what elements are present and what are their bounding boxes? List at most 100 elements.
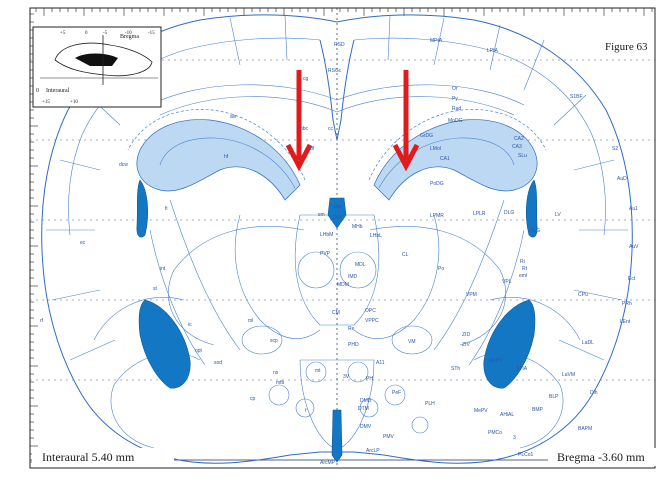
bregma-caption: Bregma -3.60 mm: [557, 450, 645, 464]
interaural-caption: Interaural 5.40 mm: [42, 450, 135, 464]
structure-label-st: st: [153, 286, 158, 292]
structure-label-rsgc: RSGc: [328, 68, 342, 74]
structure-label-py: Py: [452, 96, 458, 102]
structure-label-s2: S2: [612, 146, 618, 152]
structure-label-hbc: hbc: [300, 126, 309, 132]
structure-label-rf: rf: [40, 318, 44, 324]
structure-label-ns: ns: [273, 370, 279, 376]
inset-bottom-tick: +15: [42, 100, 50, 105]
structure-label-ic: ic: [188, 322, 192, 328]
inset-zero-label: 0: [36, 88, 39, 94]
structure-label-cl: CL: [402, 252, 409, 258]
structure-label-ph: PH: [366, 376, 373, 382]
structure-label-auv: AuV: [629, 244, 639, 250]
lateral-ventricle-left: [139, 300, 190, 388]
structure-label-lhbl: LHbL: [370, 233, 382, 239]
structure-label-phd: PHD: [348, 342, 359, 348]
structure-label-vppc: VPPC: [365, 318, 379, 324]
structure-label-lhbm: LHbM: [320, 232, 333, 238]
structure-label-mdm: MDM: [337, 282, 349, 288]
structure-label-grdg: GrDG: [420, 133, 433, 139]
structure-label-mepd: MePD: [489, 358, 503, 364]
structure-label-stia: STIA: [516, 366, 528, 372]
structure-label-aud: AuD: [617, 176, 627, 182]
structure-label-lpmr: LPMR: [430, 213, 444, 219]
structure-label-sod: sod: [214, 360, 222, 366]
figure-title: Figure 63: [605, 41, 648, 53]
structure-label-pvp: PVP: [320, 251, 331, 257]
structure-label-sm: sm: [318, 212, 325, 218]
structure-label-plh: PLH: [425, 401, 435, 407]
structure-label-hf: hf: [224, 154, 229, 160]
structure-label-dcw: dcw: [119, 162, 128, 168]
structure-label-lplr: LPLR: [473, 211, 486, 217]
structure-label-zid: ZID: [462, 332, 470, 338]
structure-label-vpm: VPM: [466, 292, 477, 298]
structure-label-d3v: D3V: [333, 215, 343, 221]
structure-label-ca1: CA1: [440, 156, 450, 162]
structure-label-mepv: MePV: [474, 408, 488, 414]
structure-label-vlg: VLG: [530, 228, 540, 234]
structure-label-rad: Rad: [452, 106, 461, 112]
structure-label-or: Or: [452, 86, 458, 92]
structure-label-re: Re: [348, 326, 355, 332]
sagittal-inset: Bregma Interaural 0 +50-5-10-15+15+10: [33, 27, 161, 107]
structure-label-3v: 3V: [343, 374, 350, 380]
structure-label-prh: PRh: [622, 301, 632, 307]
structure-label-sth: STh: [451, 366, 460, 372]
structure-label-dtm: DTM: [358, 406, 369, 412]
structure-label-dlg: DLG: [504, 210, 514, 216]
structure-label-cp: cp: [250, 396, 256, 402]
structure-label-ri: Ri: [520, 259, 525, 265]
structure-label-3: 3: [513, 435, 516, 441]
structure-label-bmp: BMP: [532, 407, 544, 413]
structure-label-rsd: RSD: [334, 42, 345, 48]
structure-label-imd: IMD: [348, 274, 358, 280]
structure-label-arcmp: ArcMP: [320, 460, 336, 466]
structure-label-chp: chp: [333, 204, 341, 210]
red-arrows: [288, 70, 417, 166]
structure-label-ml: ml: [248, 318, 253, 324]
choroid-plexus-left: [137, 180, 148, 237]
structure-label-lv: LV: [555, 212, 561, 218]
inset-top-tick: -10: [125, 31, 132, 36]
structure-label-int: int: [160, 266, 166, 272]
structure-label-ca3: CA3: [512, 144, 522, 150]
structure-label-ziv: ZIV: [462, 342, 470, 348]
third-ventricle-ventral: [332, 410, 342, 462]
structure-label-dmv: DMV: [360, 424, 372, 430]
structure-label-bapm: BAPM: [578, 426, 592, 432]
structure-label-au1: Au1: [629, 206, 638, 212]
structure-label-fi: fi: [165, 206, 168, 212]
structure-label-cpu: CPu: [578, 292, 588, 298]
structure-label-alv: alv: [230, 114, 237, 120]
structure-label-modg: MoDG: [448, 118, 463, 124]
structure-label-cg: cg: [303, 76, 309, 82]
structure-label-dmd: DMD: [360, 398, 372, 404]
structure-label-lpta: LPtA: [487, 48, 499, 54]
structure-label-lavm: LaVM: [562, 372, 575, 378]
structure-label-arclp: ArcLP: [366, 448, 380, 454]
structure-label-lent: LEnt: [620, 319, 631, 325]
structure-label-blp: BLP: [549, 394, 559, 400]
lateral-ventricle-right: [484, 300, 535, 388]
structure-label-ahial: AHiAL: [500, 412, 514, 418]
structure-label-df: df: [310, 146, 315, 152]
structure-label-podg: PoDG: [430, 181, 444, 187]
structure-label-mhb: MHb: [352, 224, 363, 230]
inset-top-tick: +5: [60, 31, 66, 36]
structure-label-ladl: LaDL: [582, 340, 594, 346]
structure-label-pmv: PMV: [383, 434, 395, 440]
structure-label-opt: opt: [195, 348, 203, 354]
structure-label-f: f: [305, 408, 307, 414]
structure-label-ca2: CA2: [514, 136, 524, 142]
structure-label-plco1: PLCo1: [518, 452, 534, 458]
structure-label-mfb: mfb: [276, 380, 285, 386]
structure-label-dlh: Dlh: [590, 390, 598, 396]
structure-label-po: Po: [438, 266, 444, 272]
inset-top-tick: -5: [103, 31, 108, 36]
structure-label-lmol: LMol: [430, 146, 441, 152]
structure-label-pef: PeF: [392, 390, 401, 396]
